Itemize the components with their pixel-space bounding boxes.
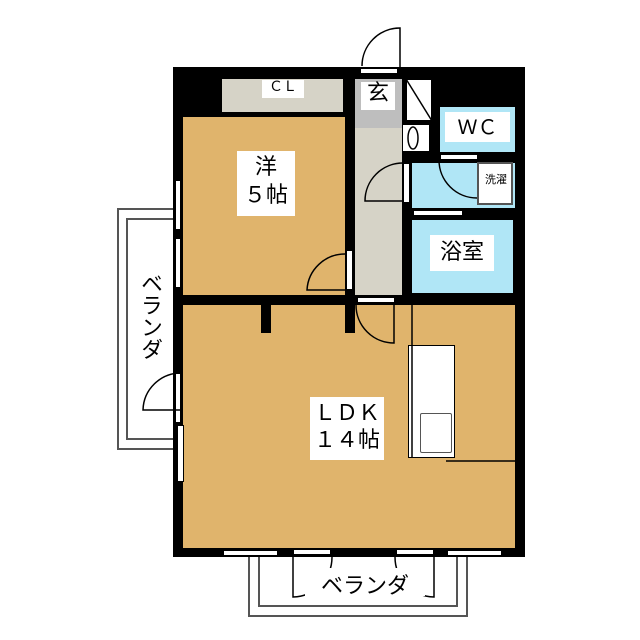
kitchen-sink [420,413,452,453]
label-ldk: ＬＤＫ １４帖 [310,397,384,460]
door-leaf[interactable] [346,250,353,290]
door-swing [142,372,182,411]
wall-stub [345,305,355,333]
toilet-icon [407,126,419,150]
label-closet: ＣＬ [262,79,304,98]
window[interactable] [396,549,434,555]
door-swing [364,162,404,202]
front-door[interactable] [360,68,398,74]
ldk-name: ＬＤＫ [313,401,380,426]
window[interactable] [175,238,181,288]
western-room-size: ５帖 [243,183,288,208]
label-balcony-south: ベランダ [305,568,425,599]
door-leaf[interactable] [440,154,478,160]
door-swing [306,253,346,291]
door-swing [355,304,395,344]
partition-wall [345,295,515,305]
wall-stub [261,305,271,333]
label-wc: ＷＣ [445,112,510,142]
label-laundry: 洗濯 [481,173,511,192]
western-room-name: 洋 [254,155,277,180]
door-leaf[interactable] [403,163,410,203]
door-leaf[interactable] [413,210,463,216]
label-balcony-west: ベランダ [136,272,162,360]
window[interactable] [293,549,331,555]
label-entrance: 玄 [361,81,395,110]
window[interactable] [447,550,502,556]
label-western-room: 洋 ５帖 [237,151,295,216]
door-swing [411,305,515,462]
shoe-box-diagonal [405,78,433,122]
door-leaf[interactable] [357,297,395,303]
partition-wall-west [183,295,345,305]
window[interactable] [223,550,278,556]
window[interactable] [175,180,181,230]
door-swing [361,27,401,67]
balcony-west-inner [126,218,181,440]
door-swing [438,159,478,199]
ldk-size: １４帖 [313,428,380,453]
label-bath: 浴室 [430,235,494,271]
window[interactable] [177,425,184,482]
balcony-south-inner [258,555,458,607]
